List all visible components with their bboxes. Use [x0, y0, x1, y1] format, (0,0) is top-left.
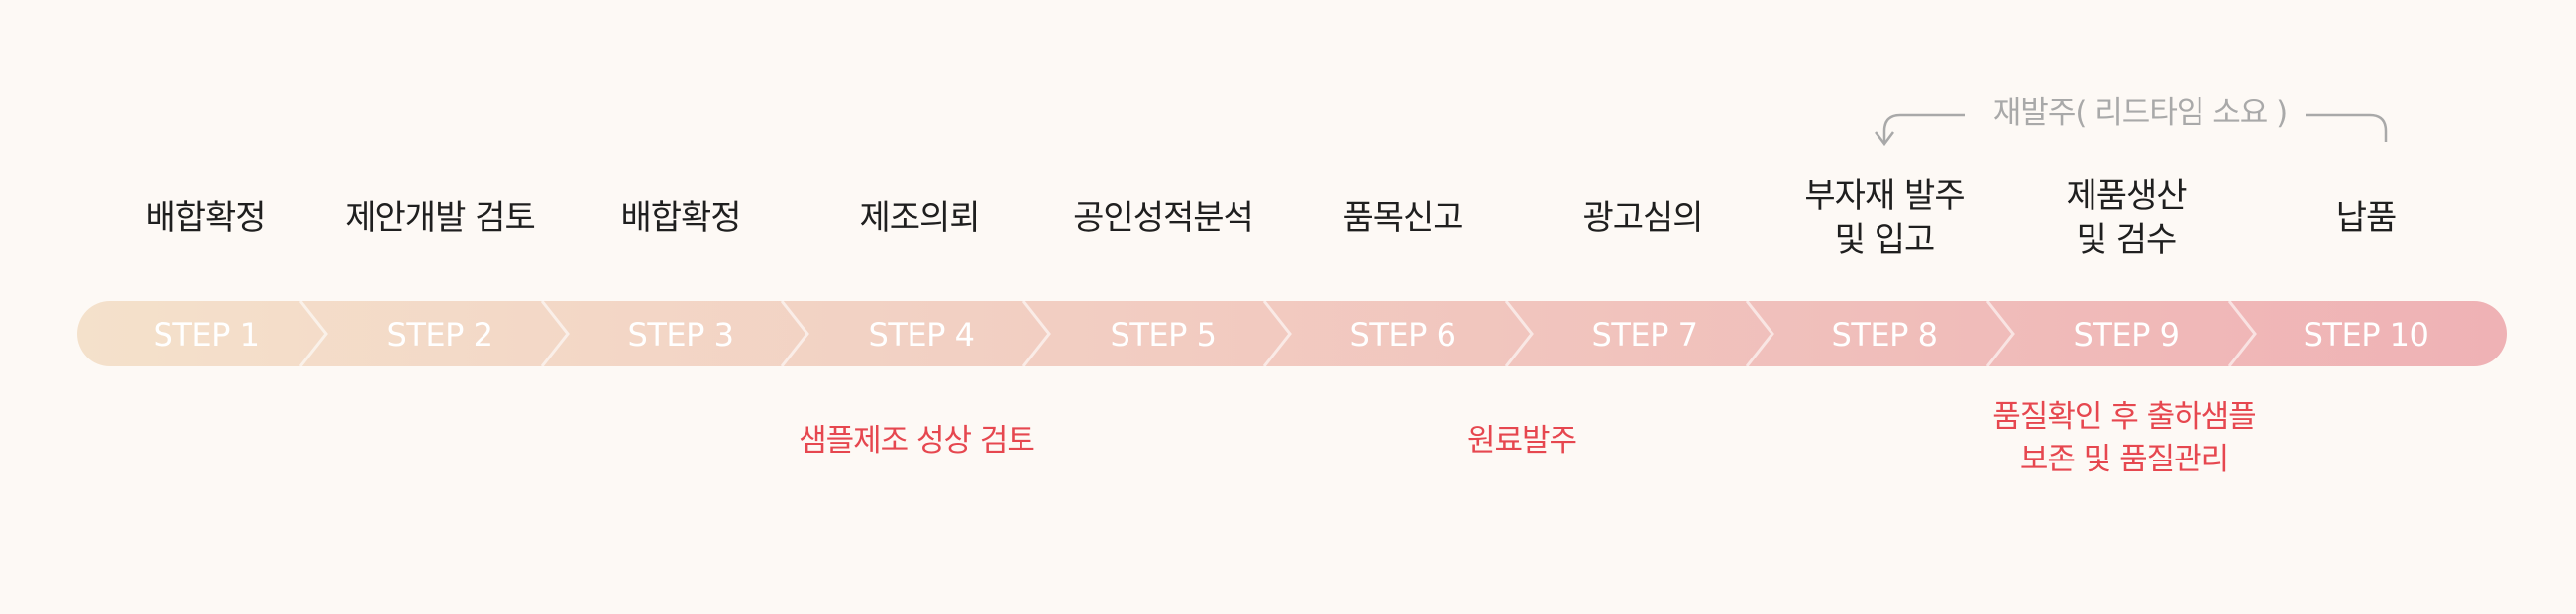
step-title-9: 제품생산 및 검수	[2066, 176, 2187, 259]
step-badge-7: STEP 7	[1591, 316, 1698, 354]
step-title-4: 제조의뢰	[859, 198, 980, 238]
step-separator-5	[1262, 300, 1292, 367]
step-separators	[298, 300, 2257, 367]
step-bar-fill	[77, 301, 2507, 366]
step-title-10: 납품	[2335, 198, 2398, 238]
step-separator-9	[2227, 300, 2257, 367]
step-title-5: 공인성적분석	[1073, 198, 1254, 238]
step-badge-5: STEP 5	[1110, 316, 1217, 354]
step-separator-3	[780, 300, 809, 367]
step-badge-1: STEP 1	[153, 316, 260, 354]
step-separator-8	[1986, 300, 2015, 367]
step-separator-4	[1021, 300, 1051, 367]
step-badge-8: STEP 8	[1831, 316, 1938, 354]
step-separator-7	[1745, 300, 1774, 367]
reorder-note: 재발주( 리드타임 소요 )	[1992, 95, 2288, 131]
step-title-6: 품목신고	[1342, 198, 1463, 238]
step-badge-10: STEP 10	[2303, 316, 2429, 354]
step-title-3: 배합확정	[620, 198, 741, 238]
note-sample: 샘플제조 성상 검토	[799, 423, 1035, 459]
step-badge-6: STEP 6	[1349, 316, 1456, 354]
step-separator-1	[298, 300, 328, 367]
reorder-line-right	[2306, 113, 2388, 142]
step-badge-4: STEP 4	[868, 316, 975, 354]
step-badge-3: STEP 3	[627, 316, 734, 354]
step-title-7: 광고심의	[1582, 198, 1703, 238]
step-badge-2: STEP 2	[386, 316, 493, 354]
note-material: 원료발주	[1466, 423, 1577, 459]
step-title-1: 배합확정	[145, 198, 266, 238]
reorder-arrow-head-icon	[1875, 131, 1894, 147]
step-separator-6	[1504, 300, 1534, 367]
step-separator-2	[540, 300, 570, 367]
step-title-8: 부자재 발주 및 입고	[1804, 176, 1965, 259]
note-quality: 품질확인 후 출하샘플 보존 및 품질관리	[1992, 399, 2256, 477]
reorder-arrow	[1882, 113, 1965, 142]
step-badge-9: STEP 9	[2073, 316, 2180, 354]
step-title-2: 제안개발 검토	[345, 198, 536, 238]
